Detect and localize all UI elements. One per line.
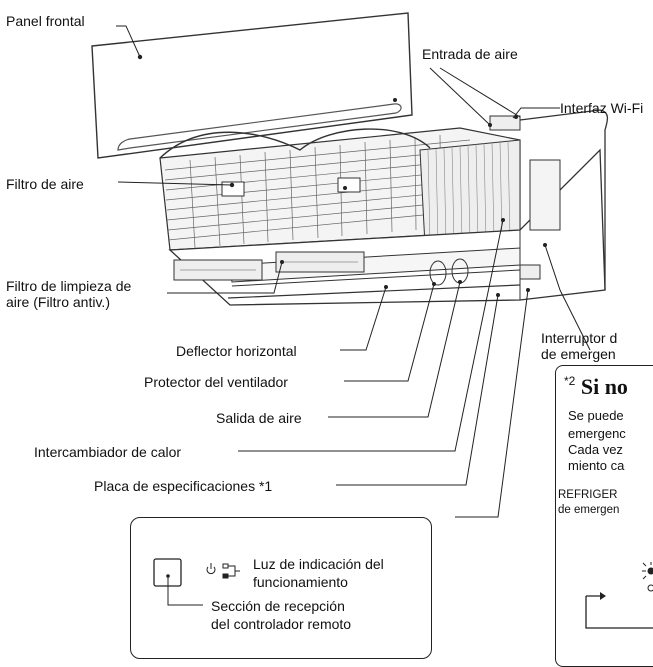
side-panel-line: emergenc <box>568 426 626 441</box>
label-filtro-de-aire: Filtro de aire <box>6 176 84 192</box>
side-panel-line: Cada vez <box>568 442 623 457</box>
label-interruptor-line2: de emergen <box>541 346 616 362</box>
label-deflector-horizontal: Deflector horizontal <box>176 343 297 359</box>
power-icon <box>206 563 216 575</box>
side-panel-small-line: REFRIGER <box>558 489 618 501</box>
leader-lines <box>116 25 591 518</box>
front-panel-drawing <box>91 12 413 159</box>
inset-drawing <box>153 558 240 606</box>
indicator-light-icon <box>642 562 653 592</box>
side-panel: *2 Si no Se puede emergenc Cada vez mien… <box>555 365 653 667</box>
label-entrada-de-aire: Entrada de aire <box>422 46 518 62</box>
label-seccion-recepcion-line2: del controlador remoto <box>211 616 352 632</box>
label-placa-especificaciones: Placa de especificaciones *1 <box>94 478 273 494</box>
label-panel-frontal: Panel frontal <box>6 13 85 29</box>
inset-panel: Luz de indicación del funcionamiento Sec… <box>130 517 432 659</box>
side-panel-title: *2 Si no <box>564 374 628 400</box>
label-filtro-limpieza: Filtro de limpieza de aire (Filtro antiv… <box>6 278 132 310</box>
label-luz-indicacion-line2: funcionamiento <box>253 574 348 590</box>
label-luz-indicacion-line1: Luz de indicación del <box>253 556 384 572</box>
label-protector-ventilador: Protector del ventilador <box>144 374 288 390</box>
air-conditioner-illustration <box>91 12 609 518</box>
side-panel-drawing <box>585 562 653 629</box>
side-panel-title-text: Si no <box>580 374 628 399</box>
label-intercambiador: Intercambiador de calor <box>34 444 182 460</box>
label-interfaz-wifi: Interfaz Wi-Fi <box>560 100 644 116</box>
side-panel-small-line: de emergen <box>558 504 620 516</box>
label-interruptor-line1: Interruptor d <box>541 330 618 346</box>
cleaning-filters-drawing <box>173 251 365 281</box>
side-panel-title-sup: *2 <box>564 374 576 388</box>
label-salida-de-aire: Salida de aire <box>216 410 302 426</box>
heat-exchanger-drawing <box>419 139 521 246</box>
side-panel-line: miento ca <box>568 458 625 473</box>
label-seccion-recepcion-line1: Sección de recepción <box>211 598 345 614</box>
side-panel-line: Se puede <box>568 408 624 423</box>
